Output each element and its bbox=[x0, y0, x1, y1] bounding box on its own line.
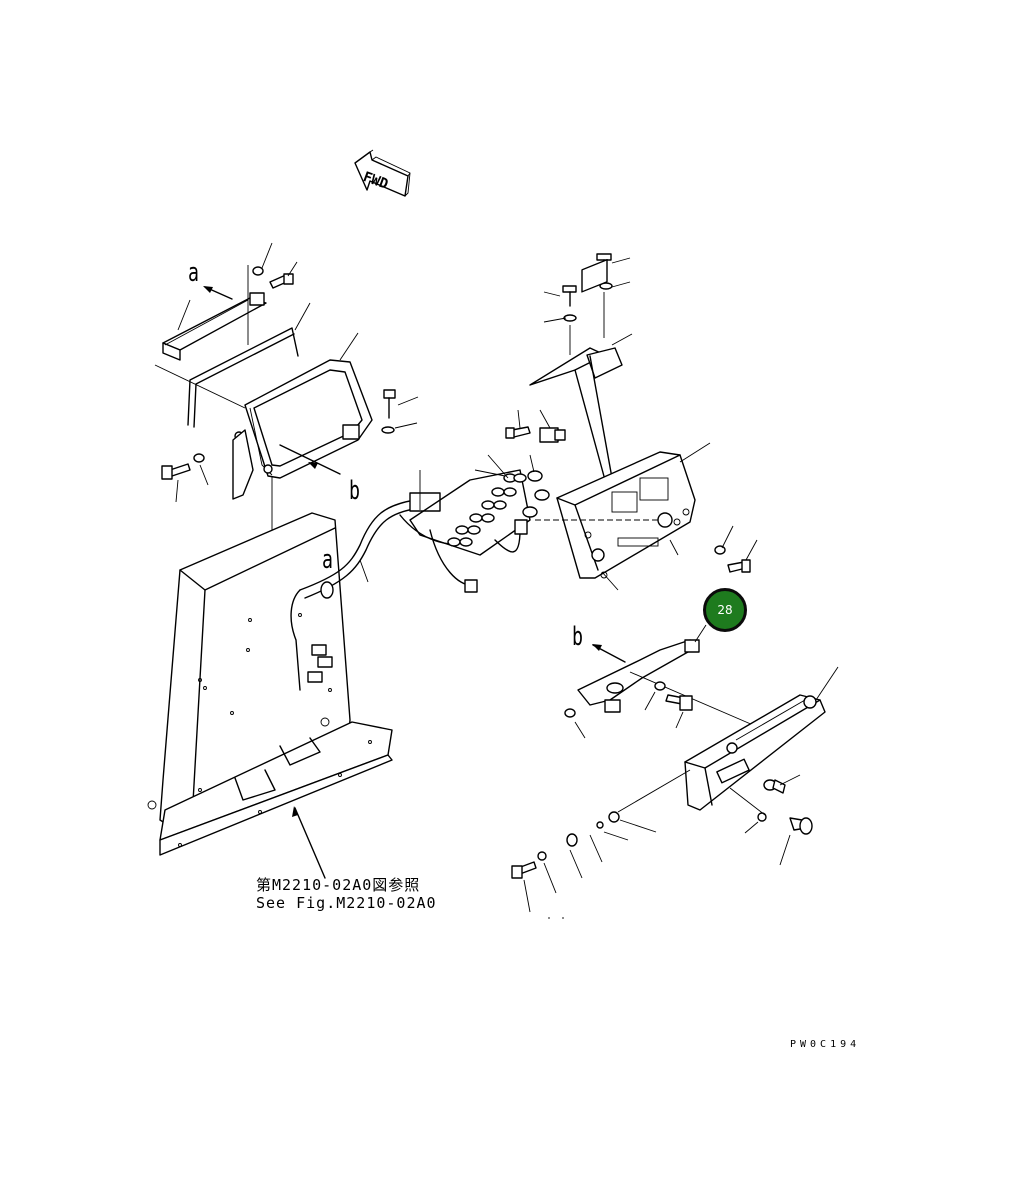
bolt-icon bbox=[714, 545, 751, 573]
view-ref-b-lower: b bbox=[572, 622, 583, 652]
fastener-set bbox=[511, 811, 620, 879]
bulb-icons bbox=[447, 470, 550, 547]
drawing-code: PW0C194 bbox=[790, 1039, 861, 1050]
bracket-a bbox=[162, 292, 267, 361]
view-ref-b: b bbox=[349, 476, 360, 506]
base-frame bbox=[159, 721, 393, 856]
bolt-icon bbox=[562, 253, 613, 322]
reference-leader bbox=[292, 806, 326, 879]
bolt-icon bbox=[564, 681, 693, 718]
fwd-arrow-icon bbox=[354, 149, 411, 197]
reference-text-en: See Fig.M2210-02A0 bbox=[256, 894, 437, 912]
cover-gasket bbox=[187, 327, 299, 428]
knob-icon bbox=[757, 779, 813, 835]
switch-icon bbox=[505, 426, 566, 443]
reference-text-jp: 第M2210-02A0図参照 bbox=[256, 876, 421, 894]
view-ref-a: a bbox=[188, 258, 199, 288]
wire-harness bbox=[290, 469, 531, 691]
bolt-icon bbox=[161, 453, 205, 480]
view-b-arrow bbox=[279, 444, 341, 475]
view-b-arrow-lower bbox=[592, 644, 626, 663]
monitor-bezel bbox=[232, 359, 373, 500]
console-bracket bbox=[529, 347, 623, 481]
callout-28[interactable]: 28 bbox=[703, 588, 747, 632]
view-ref-a-panel: a bbox=[322, 545, 333, 575]
instrument-console bbox=[535, 259, 696, 579]
view-a-arrow bbox=[203, 286, 233, 300]
bracket-b bbox=[577, 639, 700, 713]
control-box bbox=[684, 694, 826, 811]
bolt-icon bbox=[252, 266, 294, 289]
bolt-icon bbox=[381, 389, 396, 434]
